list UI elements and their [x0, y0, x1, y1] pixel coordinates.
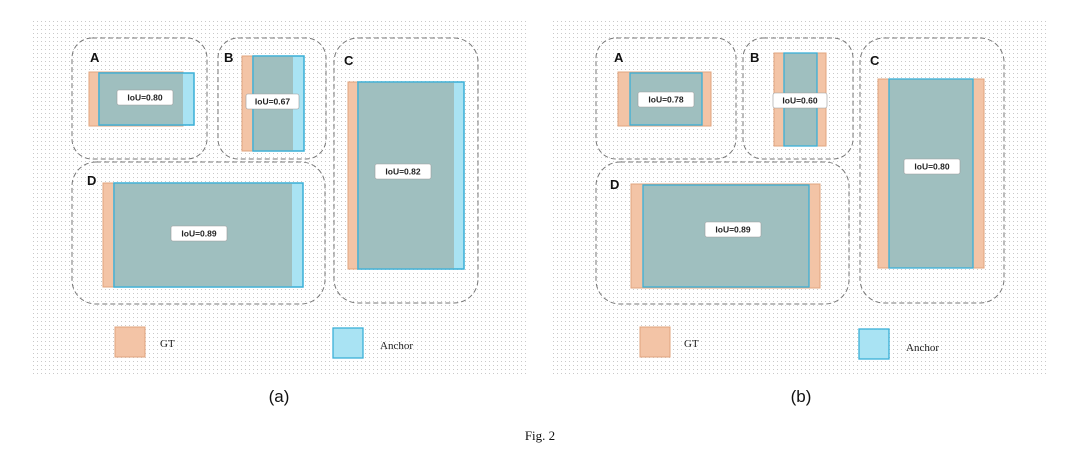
panel-b-group-d-letter: D	[610, 177, 619, 192]
panel-a-group-a-anchor-outline	[98, 72, 195, 126]
panel-b-group-b-iou-label: IoU=0.60	[782, 96, 817, 106]
panel-a-group-a-letter: A	[90, 50, 100, 65]
panel-b-legend-anchor-label: Anchor	[906, 342, 939, 354]
panel-b-group-c-border	[859, 37, 1005, 304]
panel-b-group-d-iou-label: IoU=0.89	[715, 225, 750, 235]
panel-a-group-c-iou-label: IoU=0.82	[385, 167, 420, 177]
panel-a-group-c-letter: C	[344, 53, 354, 68]
panel-a-group-b-iou-box	[245, 93, 300, 110]
panel-a-group-d-border	[71, 161, 326, 305]
panel-b-group-a-iou-box	[637, 91, 695, 108]
panel-b-group-d-anchor-box	[642, 184, 810, 288]
panel-a-legend-anchor-label: Anchor	[380, 340, 413, 352]
panel-b-group-a-letter: A	[614, 50, 624, 65]
panel-a-group-a-iou-label: IoU=0.80	[127, 93, 162, 103]
panel-b-group-a-anchor-box	[629, 72, 703, 126]
panel-b-legend-gt-swatch	[639, 326, 671, 358]
panel-b-group-b-border	[742, 37, 854, 160]
panel-a-legend-anchor-swatch	[332, 327, 364, 359]
panel-a-group-c-border	[333, 37, 479, 304]
panel-a-group-d-iou-label: IoU=0.89	[181, 229, 216, 239]
panel-b-group-d-border	[595, 161, 850, 305]
panel-a-group-d-anchor-outline	[113, 182, 304, 288]
panel-b-legend-gt-label: GT	[684, 338, 699, 350]
panel-a-group-b-letter: B	[224, 50, 233, 65]
panel-b-group-b-letter: B	[750, 50, 759, 65]
figure-caption: Fig. 2	[525, 428, 555, 443]
panel-a-group-d-iou-box	[170, 225, 228, 242]
panel-a: A B C D IoU=0.80 IoU=0.67 IoU=0.82 IoU=0…	[30, 18, 527, 406]
panel-b-caption: (b)	[791, 387, 812, 406]
panel-a-legend-gt-label: GT	[160, 338, 175, 350]
panel-b-group-d-iou-box	[704, 221, 762, 238]
panel-b-group-c-iou-box	[903, 158, 961, 175]
panel-a-group-b-iou-label: IoU=0.67	[255, 97, 290, 107]
panel-a-group-d-letter: D	[87, 173, 96, 188]
panel-b-group-a-border	[595, 37, 737, 160]
panel-a-caption: (a)	[269, 387, 290, 406]
panel-a-group-c-anchor-outline	[357, 81, 465, 270]
panel-b-legend-anchor-swatch	[858, 328, 890, 360]
panel-b-group-c-anchor-box	[888, 78, 974, 269]
panel-a-group-a-iou-box	[116, 89, 174, 106]
panel-b: A B C D IoU=0.78 IoU=0.60 IoU=0.80 IoU=0…	[552, 18, 1049, 406]
panel-a-group-b-border	[217, 37, 327, 160]
panel-a-group-c-iou-box	[374, 163, 432, 180]
panel-a-legend-gt-swatch	[114, 326, 146, 358]
panel-b-group-c-letter: C	[870, 53, 880, 68]
panel-b-group-b-iou-box	[772, 92, 828, 109]
panel-b-group-c-iou-label: IoU=0.80	[914, 162, 949, 172]
panel-b-group-a-iou-label: IoU=0.78	[648, 95, 683, 105]
